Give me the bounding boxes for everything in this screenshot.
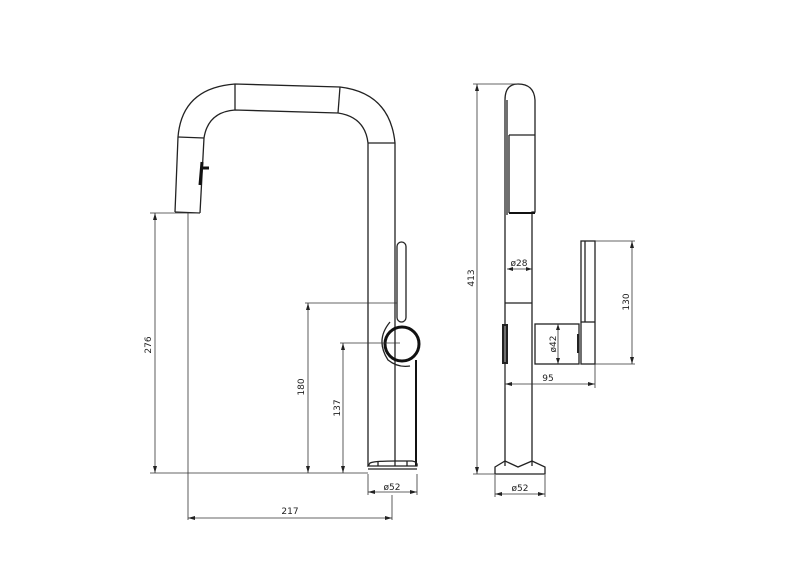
side-base-plate — [494, 460, 546, 475]
dim-handle-depth: 95 — [542, 374, 553, 384]
dim-lever-height: 130 — [622, 293, 632, 310]
spout-outline-outer — [174, 83, 396, 466]
side-view: 413 ø28 130 ø42 95 ø52 — [467, 83, 635, 497]
base-plate — [366, 460, 418, 467]
dim-handle-diameter: ø42 — [549, 336, 559, 353]
dim-base-diameter-side: ø52 — [512, 484, 529, 494]
spout-outline-inner — [199, 109, 369, 466]
dim-spout-height: 276 — [144, 336, 154, 353]
lever-hub — [383, 325, 421, 363]
lever-handle — [396, 241, 407, 323]
side-body — [504, 83, 536, 466]
dim-lever-top-height: 180 — [297, 378, 307, 395]
front-view: 276 180 137 ø52 217 — [144, 83, 421, 520]
spray-button-icon — [198, 161, 209, 186]
dim-lever-center-height: 137 — [333, 399, 343, 416]
dim-base-diameter-front: ø52 — [384, 483, 401, 493]
dim-spout-reach: 217 — [281, 507, 298, 517]
side-lever — [580, 240, 596, 365]
dim-body-diameter: ø28 — [511, 259, 528, 269]
dim-total-height: 413 — [467, 269, 477, 286]
